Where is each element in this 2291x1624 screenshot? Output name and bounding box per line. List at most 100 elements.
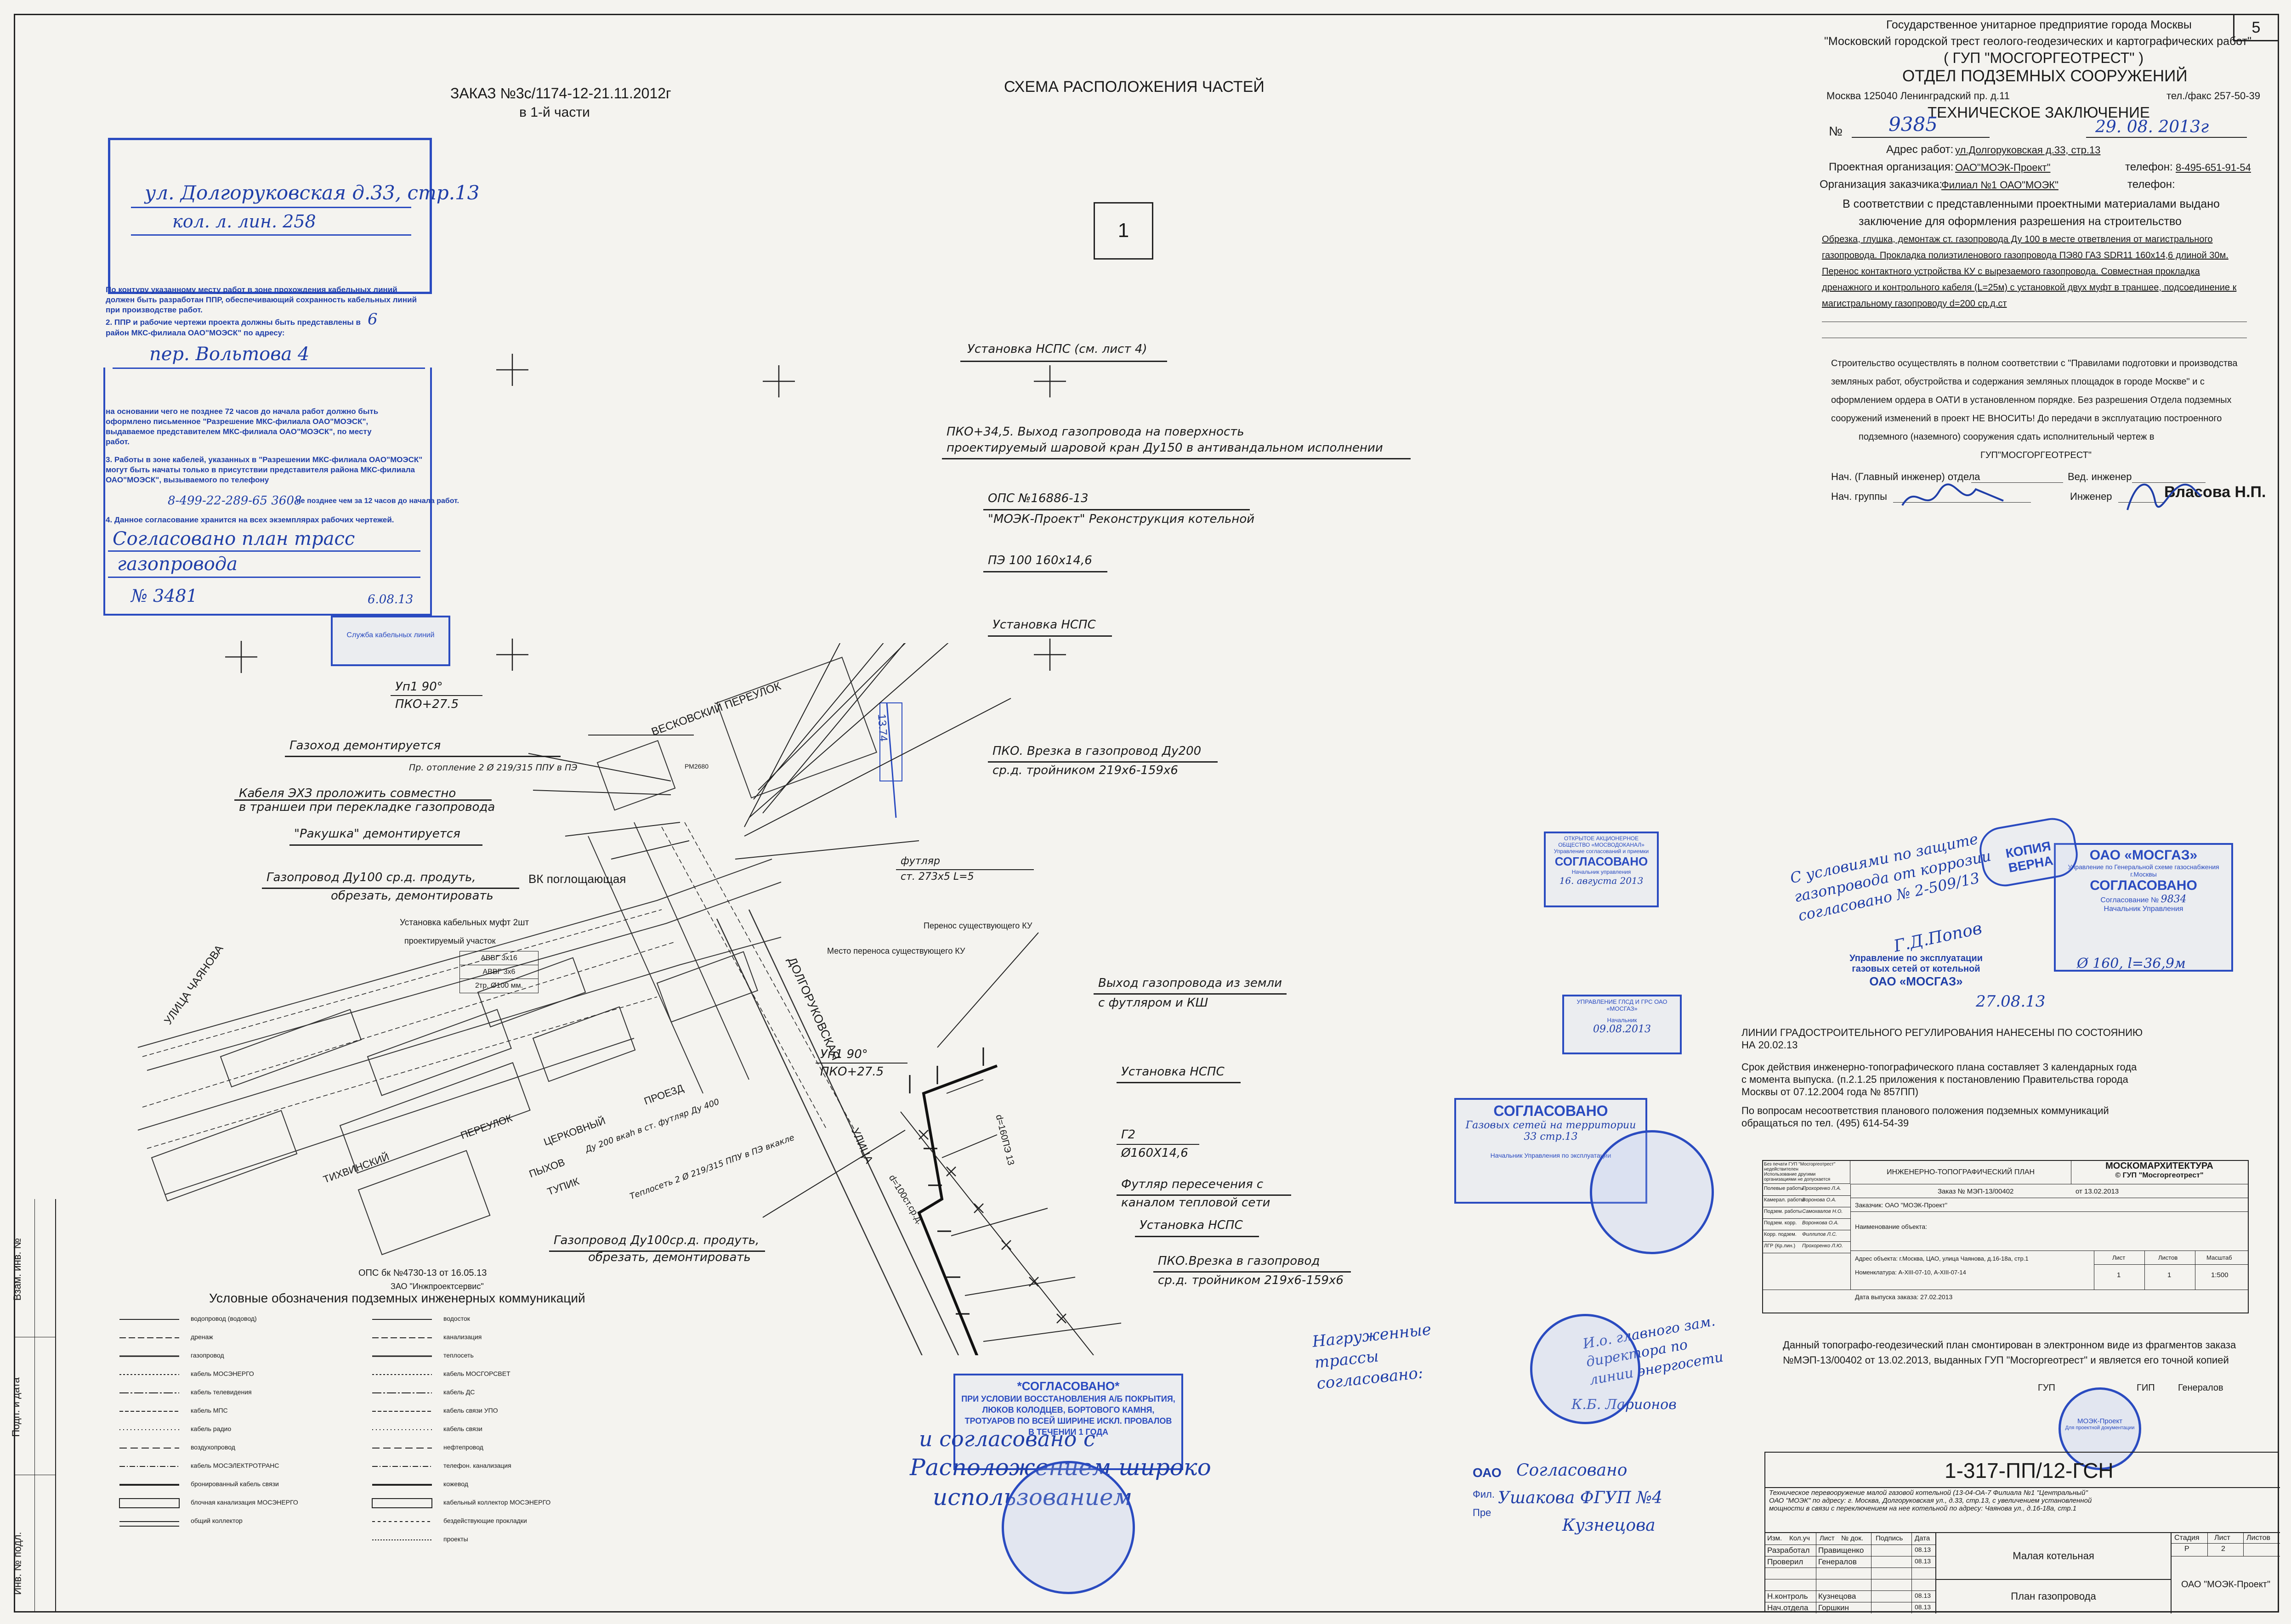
signer-role: Проверил — [1767, 1557, 1803, 1566]
part-box: 1 — [1094, 202, 1153, 260]
stamp-para4-end: не позднее чем за 12 часов до начала раб… — [296, 497, 459, 505]
signer-name: Правищенко — [1818, 1546, 1864, 1555]
mosgaz-no: 9834 — [2161, 894, 2187, 905]
org-line2: "Московский городской трест геолого-геод… — [1824, 35, 2251, 48]
doc-desc3: мощности в связи с переключением на нее … — [1769, 1505, 2077, 1512]
glsd-chief: Начальник — [1607, 1017, 1637, 1024]
legend-item: дренаж — [191, 1333, 213, 1341]
legend-item: водосток — [443, 1315, 470, 1322]
callout-shell: "Ракушка" демонтируется — [294, 827, 460, 841]
stage-value: Р — [2184, 1545, 2189, 1553]
company-name: ОАО "МОЭК-Проект" — [2181, 1579, 2271, 1590]
callout-heat-sleeve: Футляр пересечения с — [1121, 1177, 1264, 1191]
mosvodo-org: ОТКРЫТОЕ АКЦИОНЕРНОЕ ОБЩЕСТВО «МОСВОДОКА… — [1558, 835, 1645, 848]
hw-bottom1: и согласовано с — [919, 1426, 1095, 1451]
mosvodo-agreed: СОГЛАСОВАНО — [1554, 854, 1648, 868]
topo-sheet: 1 — [2117, 1271, 2121, 1279]
stamp-p4-hw: 8-499-22-289-65 3608 — [168, 494, 302, 508]
legend-item: воздухопровод — [191, 1443, 235, 1451]
signer-role: Разработал — [1767, 1546, 1810, 1555]
legend-item: водопровод (водовод) — [191, 1315, 257, 1322]
part-number: 1 — [1117, 219, 1129, 242]
work-address-label: Адрес работ: — [1886, 143, 1954, 156]
callout-nsps-sheet4: Установка НСПС (см. лист 4) — [967, 342, 1147, 356]
callout-nsps-3: Установка НСПС — [1140, 1218, 1243, 1232]
topo-committee: МОСКОМАРХИТЕКТУРА — [2105, 1161, 2213, 1171]
legend-item: кабель связи — [443, 1425, 482, 1432]
stamp-para1: По контуру указанному месту работ в зоне… — [106, 285, 417, 314]
stamp-para3: на основании чего не позднее 72 часов до… — [106, 407, 379, 446]
stamp-p2-hw: 6 — [368, 310, 378, 328]
callout-pko275: ПКО+27.5 — [395, 697, 459, 711]
legend-item: кабель ДС — [443, 1388, 475, 1396]
work-address: ул.Долгоруковская д.33, стр.13 — [1955, 144, 2101, 156]
signer-date: 08.13 — [1915, 1592, 1931, 1599]
callout-tee-2: ср.д. тройником 219х6-159х6 — [1158, 1273, 1344, 1287]
callout-ops: ОПС №16886-13 — [988, 492, 1089, 505]
cable-service-stamp: Служба кабельных линий — [331, 616, 450, 666]
callout-g2-size: Ø160Х14,6 — [1121, 1146, 1188, 1160]
round-stamp-gas — [1590, 1130, 1714, 1254]
stamp-hw-lines: кол. л. лин. 258 — [172, 211, 316, 232]
mosgaz-ops-org: ОАО «МОСГАЗ» — [1869, 974, 1963, 988]
mosvodo-chief: Начальник управления — [1571, 869, 1631, 875]
design-phone: 8-495-651-91-54 — [2176, 162, 2251, 173]
legend-item: телефон. канализация — [443, 1462, 511, 1469]
legend-item: канализация — [443, 1333, 482, 1341]
signer-date: 08.13 — [1915, 1546, 1931, 1553]
stamp-para4: 3. Работы в зоне кабелей, указанных в "Р… — [106, 455, 423, 484]
callout-proj-section: проектируемый участок — [404, 936, 496, 945]
callout-pko-b: ПКО+27.5 — [820, 1065, 884, 1079]
role-name: Прохоренко Л.Ю. — [1802, 1243, 1843, 1249]
mosvodokanal-stamp: ОТКРЫТОЕ АКЦИОНЕРНОЕ ОБЩЕСТВО «МОСВОДОКА… — [1544, 832, 1659, 907]
ops-number: ОПС бк №4730-13 от 16.05.13 — [358, 1268, 487, 1278]
rules-line: Строительство осуществлять в полном соот… — [1831, 358, 2238, 368]
rev-header: Изм. Кол.уч Лист № док. Подпись Дата — [1765, 1533, 1935, 1545]
moek-stamp-text2: Для проектной документации — [2065, 1425, 2135, 1431]
callout-vk: ВК поглощающая — [528, 872, 626, 886]
oao-hw-agreed: Согласовано — [1516, 1461, 1628, 1480]
intro1: В соответствии с представленными проектн… — [1843, 198, 2220, 210]
callout-tie-in: ПКО. Врезка в газопровод Ду200 — [992, 744, 1202, 758]
mosgaz-hw-pipe: Ø 160, l=36,9м — [2077, 956, 2186, 972]
hdr-date: Дата — [1915, 1534, 1930, 1542]
bottom-note-l2: №МЭП-13/00402 от 13.02.2013, выданных ГУ… — [1783, 1354, 2229, 1366]
callout-heat-channel: каналом тепловой сети — [1121, 1196, 1270, 1210]
mosgaz-title: ОАО «МОСГАЗ» — [2089, 848, 2198, 863]
grad-l4: с момента выпуска. (п.2.1.25 приложения … — [1741, 1074, 2128, 1085]
round-stamp-energy — [1530, 1314, 1640, 1424]
oao-hw-org: Ушакова ФГУП №4 — [1498, 1488, 1663, 1507]
doc-desc1: Техническое перевооружение малой газовой… — [1769, 1489, 2088, 1497]
legend-symbols — [119, 1319, 432, 1540]
callout-sleeve: футляр — [901, 855, 940, 867]
moek-stamp-text: МОЭК-Проект — [2077, 1417, 2123, 1425]
gas-network-hw2: 33 стр.13 — [1524, 1131, 1578, 1143]
role-label: Подзем. корр. — [1764, 1220, 1797, 1226]
hdr-kol: Кол.уч — [1789, 1534, 1810, 1542]
mosgaz-stamp: ОАО «МОСГАЗ» Управление по Генеральной с… — [2054, 843, 2233, 972]
doc-code: 1-317-ПП/12-ГСН — [1945, 1459, 2114, 1483]
glsd-date: 09.08.2013 — [1593, 1024, 1651, 1035]
grad-l6: По вопросам несоответствия планового пол… — [1741, 1105, 2109, 1116]
bottom-note-name: Генералов — [2178, 1383, 2223, 1393]
bottom-note-gip: ГИП — [2137, 1383, 2155, 1393]
grad-l3: Срок действия инженерно-топографического… — [1741, 1061, 2137, 1073]
hdr-sign: Подпись — [1876, 1534, 1903, 1542]
cable-service-text: Служба кабельных линий — [346, 631, 435, 639]
oao-hw-name: Кузнецова — [1562, 1516, 1656, 1535]
legend-item: газопровод — [191, 1352, 224, 1359]
topo-nomen: Номенклатура: А-XIII-07-10, А-XIII-07-14 — [1855, 1269, 1966, 1276]
oao-fil: Фил. — [1473, 1488, 1495, 1500]
grad-l2: НА 20.02.13 — [1741, 1039, 1798, 1051]
customer-label: Организация заказчика: — [1820, 178, 1943, 191]
legend-item: кожевод — [443, 1480, 468, 1488]
signature-group — [1901, 483, 2004, 506]
legend-item: кабель радио — [191, 1425, 232, 1432]
callout-ksh: с футляром и КШ — [1098, 996, 1208, 1010]
rules-line: земляных работ, обустройства и содержани… — [1831, 377, 2205, 387]
signer-date: 08.13 — [1915, 1557, 1931, 1565]
org-address: Москва 125040 Ленинградский пр. д.11 — [1826, 90, 2010, 102]
restoration-text: ПРИ УСЛОВИИ ВОССТАНОВЛЕНИЯ А/Б ПОКРЫТИЯ,… — [961, 1394, 1175, 1437]
stamp-para2-end: район МКС-филиала ОАО"МОЭСК" по адресу: — [106, 328, 285, 337]
mosgaz-hw-date: 27.08.13 — [1976, 992, 2046, 1011]
